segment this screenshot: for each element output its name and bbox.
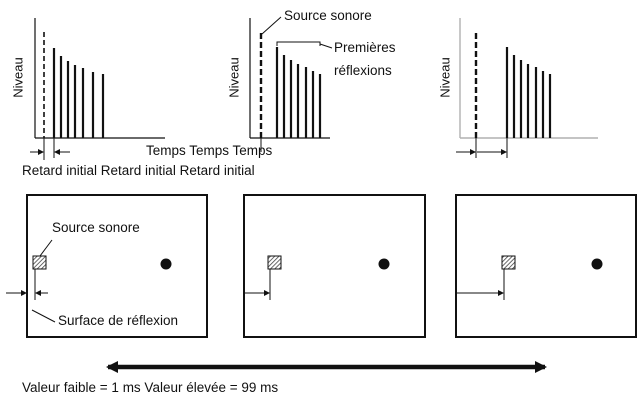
room-2 xyxy=(243,194,426,338)
graph-2-y-label: Niveau xyxy=(226,57,242,98)
room-2-source-icon xyxy=(267,255,282,270)
room-1 xyxy=(6,194,208,338)
x-axis-labels: Temps Temps Temps xyxy=(146,143,273,158)
room-1-source-leader xyxy=(39,239,53,257)
graph-1-y-label: Niveau xyxy=(10,57,26,98)
graph-2-source-leader xyxy=(261,16,282,35)
graph-3-reflections xyxy=(505,47,552,138)
room-1-surface-leader xyxy=(31,309,56,323)
initial-delay-labels: Retard initial Retard initial Retard ini… xyxy=(22,163,255,178)
first-reflections-line-2: réflexions xyxy=(334,63,392,78)
graph-1-reflections xyxy=(52,48,105,138)
graph-1 xyxy=(30,18,165,160)
source-label: Source sonore xyxy=(284,8,372,23)
room-3-source-icon xyxy=(501,255,516,270)
room-1-listener-icon xyxy=(160,258,172,270)
graph-3 xyxy=(456,18,598,158)
reflection-surface-label: Surface de réflexion xyxy=(58,313,179,328)
room-3 xyxy=(455,194,637,338)
room-2-listener-icon xyxy=(378,258,390,270)
room-1-source-icon xyxy=(32,255,47,270)
first-reflections-line-1: Premières xyxy=(334,40,396,55)
graph-2 xyxy=(249,16,333,152)
graph-2-reflections xyxy=(275,47,322,138)
room-1-walls xyxy=(26,194,208,338)
graph-3-y-label: Niveau xyxy=(437,57,453,98)
range-label: Valeur faible = 1 ms Valeur élevée = 99 … xyxy=(22,380,279,395)
room-source-label: Source sonore xyxy=(52,220,140,235)
room-3-listener-icon xyxy=(591,258,603,270)
graph-2-reflection-bracket xyxy=(276,41,321,46)
